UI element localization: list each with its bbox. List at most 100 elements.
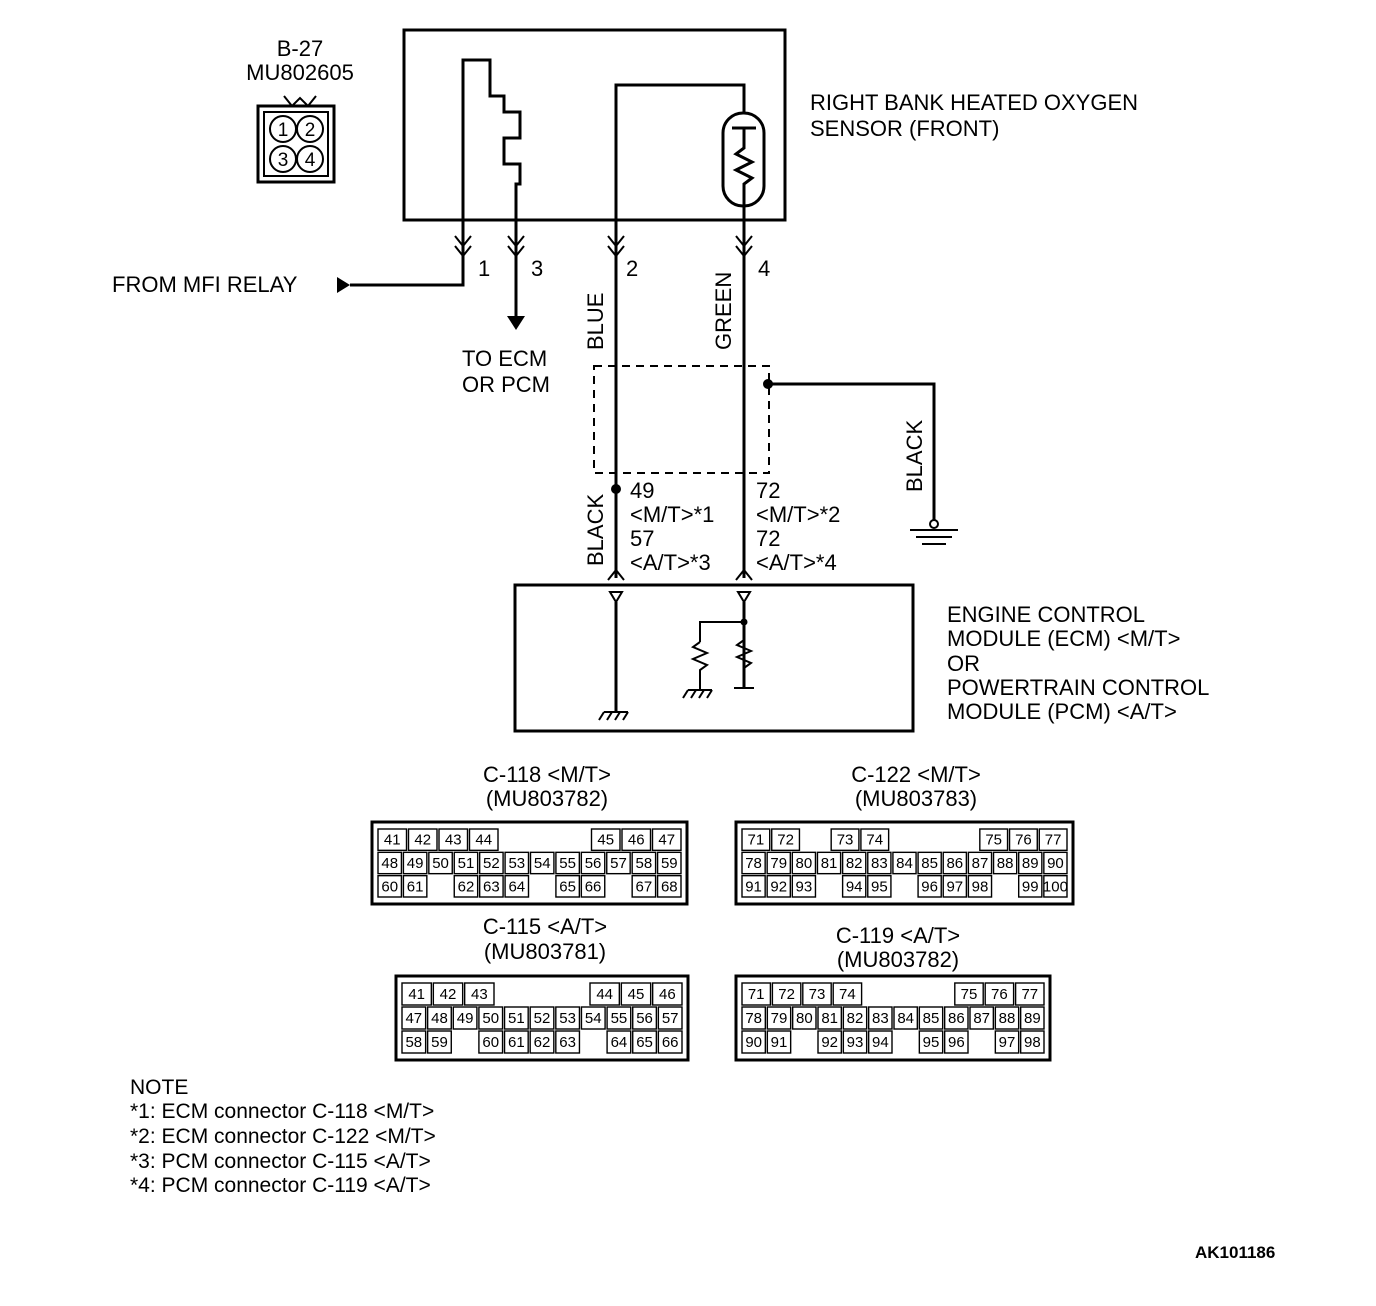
pin-number: 48 <box>381 855 398 872</box>
connector-title: C-118 <M/T> <box>483 762 611 787</box>
pin-cell <box>589 982 621 1006</box>
sensor-connector-code: B-27 <box>277 36 323 61</box>
pin-number: 84 <box>896 855 913 872</box>
connector-pin-3: 3 <box>278 150 289 171</box>
pin-number: 74 <box>839 986 856 1003</box>
pin-number: 80 <box>796 855 813 872</box>
pin-cell <box>402 874 428 898</box>
pin-cell <box>478 1006 504 1030</box>
pin-number: 73 <box>809 986 826 1003</box>
connector-part: (MU803782) <box>486 786 608 811</box>
pin-number: 57 <box>610 855 627 872</box>
pin-cell <box>426 1006 452 1030</box>
pin-number: 75 <box>985 832 1002 849</box>
pin-number: 57 <box>662 1010 679 1027</box>
pin-cell <box>841 851 867 875</box>
pin-cell <box>656 851 682 875</box>
ecm-pin-right-4: <A/T>*4 <box>756 550 837 575</box>
pin-number: 52 <box>534 1010 551 1027</box>
pin-number: 48 <box>431 1010 448 1027</box>
pin-cell <box>967 874 993 898</box>
pin-number: 59 <box>661 855 678 872</box>
pin-number: 90 <box>1047 855 1064 872</box>
pin-cell <box>817 1030 843 1054</box>
pin-number: 62 <box>534 1034 551 1051</box>
pin-cell <box>426 1030 452 1054</box>
pin-cell <box>504 851 530 875</box>
module-box <box>513 583 915 733</box>
pin-number: 93 <box>847 1034 864 1051</box>
wire-color-blue: BLUE <box>583 293 608 350</box>
pin-number: 43 <box>471 986 488 1003</box>
pin-number: 64 <box>508 878 525 895</box>
pin-number: 94 <box>846 878 863 895</box>
pin-cell <box>377 851 403 875</box>
pin-number: 55 <box>559 855 576 872</box>
pin-number: 78 <box>745 1010 762 1027</box>
pin-number: 100 <box>1043 878 1068 895</box>
pin-number: 58 <box>405 1034 422 1051</box>
pin-cell <box>1043 851 1068 875</box>
pin-cell <box>893 1006 919 1030</box>
pin-cell <box>407 828 438 852</box>
wire-color-black-left: BLACK <box>583 494 608 566</box>
pin-number: 52 <box>483 855 500 872</box>
pin-number: 47 <box>405 1010 422 1027</box>
pin-cell <box>892 851 917 875</box>
pin-number: 51 <box>458 855 475 872</box>
note-item-3: *3: PCM connector C-115 <A/T> <box>130 1150 431 1173</box>
pin-number: 53 <box>508 855 525 872</box>
pin-cell <box>918 1006 944 1030</box>
pin-number: 88 <box>997 855 1014 872</box>
ecm-pin-left-3: 57 <box>630 526 654 551</box>
pin-number: 46 <box>628 832 645 849</box>
shield-ground-wire <box>768 382 936 520</box>
ecm-pin-right-2: <M/T>*2 <box>756 502 840 527</box>
pin-cell <box>992 851 1018 875</box>
pin-number: 95 <box>871 878 888 895</box>
pin-cell <box>401 1030 427 1054</box>
pin-number: 42 <box>414 832 431 849</box>
pin-number: 71 <box>748 986 765 1003</box>
pin-cell <box>463 982 495 1006</box>
pin-cell <box>503 1030 529 1054</box>
terminal-2: 2 <box>626 256 638 281</box>
pin-cell <box>967 851 993 875</box>
pin-number: 85 <box>923 1010 940 1027</box>
pin-cell <box>860 828 890 852</box>
pin-cell <box>832 982 863 1006</box>
pin-cell <box>741 828 771 852</box>
pin-cell <box>741 874 766 898</box>
pin-number: 74 <box>866 832 883 849</box>
pin-cell <box>453 851 479 875</box>
pin-cell <box>1038 828 1068 852</box>
pin-cell <box>741 851 766 875</box>
ecm-chevron-left <box>607 568 625 581</box>
pin-number: 61 <box>407 878 424 895</box>
pin-number: 80 <box>796 1010 813 1027</box>
pin-cell <box>606 1006 632 1030</box>
pin-cell <box>942 874 968 898</box>
ecm-pin-left-2: <M/T>*1 <box>630 502 714 527</box>
pin-cell <box>766 851 792 875</box>
pin-cell <box>656 874 682 898</box>
pin-cell <box>969 1006 995 1030</box>
pin-number: 53 <box>559 1010 576 1027</box>
pin-number: 86 <box>948 1010 965 1027</box>
pin-number: 78 <box>745 855 762 872</box>
pin-cell <box>555 1006 581 1030</box>
pin-cell <box>943 1030 969 1054</box>
pin-cell <box>580 851 606 875</box>
pin-cell <box>657 1006 683 1030</box>
pin-number: 66 <box>585 878 602 895</box>
pin-cell <box>1019 1006 1045 1030</box>
pin-cell <box>402 851 428 875</box>
pin-cell <box>1014 982 1045 1006</box>
sensor-connector-part: MU802605 <box>246 60 354 85</box>
pin-number: 81 <box>821 1010 838 1027</box>
note-title: NOTE <box>130 1076 188 1099</box>
